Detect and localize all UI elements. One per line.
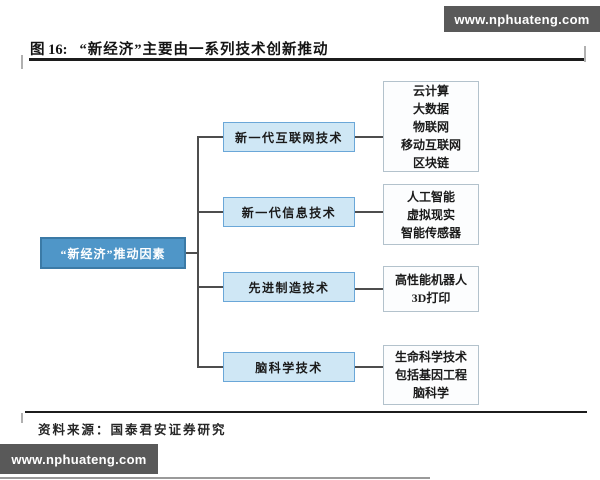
tech-item: 3D打印 <box>411 291 451 305</box>
page-bottom-edge-line <box>0 477 430 479</box>
watermark-banner-bottom: www.nphuateng.com <box>0 444 158 474</box>
tech-item: 区块链 <box>412 155 449 170</box>
tech-item: 生命科学技术 <box>394 350 467 364</box>
connector-branch-3 <box>197 286 224 288</box>
branch-node-brain-science: 脑科学技术 <box>223 352 355 382</box>
page-edge-mark-bottom-left <box>21 413 23 423</box>
connector-leaf-3 <box>355 288 384 290</box>
connector-leaf-4 <box>355 366 384 368</box>
branch-label: 新一代互联网技术 <box>234 130 343 145</box>
branch-label: 脑科学技术 <box>255 360 323 375</box>
branch-node-information-tech: 新一代信息技术 <box>223 197 355 227</box>
watermark-banner-top: www.nphuateng.com <box>444 6 600 32</box>
tech-item: 人工智能 <box>406 189 455 204</box>
figure-number-label: 图 16: <box>30 41 68 58</box>
tech-item: 智能传感器 <box>400 225 461 240</box>
tech-item: 大数据 <box>412 101 449 116</box>
title-divider-rule <box>29 58 585 61</box>
connector-spine <box>197 136 199 368</box>
leaf-list-brain-science: 生命科学技术 包括基因工程 脑科学 <box>383 345 479 405</box>
connector-branch-2 <box>197 211 224 213</box>
root-node-label: “新经济”推动因素 <box>60 246 166 261</box>
source-divider-rule <box>25 411 587 413</box>
figure-caption: 图 16: “新经济”主要由一系列技术创新推动 <box>30 38 570 58</box>
leaf-list-internet-tech: 云计算 大数据 物联网 移动互联网 区块链 <box>383 81 479 172</box>
branch-label: 先进制造技术 <box>248 280 330 295</box>
watermark-url-top: www.nphuateng.com <box>454 11 590 27</box>
tech-item: 包括基因工程 <box>394 368 467 382</box>
connector-branch-4 <box>197 366 224 368</box>
connector-leaf-1 <box>355 136 384 138</box>
tech-item: 物联网 <box>412 119 449 134</box>
page-edge-mark-right <box>584 46 586 62</box>
connector-branch-1 <box>197 136 224 138</box>
data-source-note: 资料来源：国泰君安证券研究 <box>38 423 227 437</box>
branch-label: 新一代信息技术 <box>241 205 337 220</box>
tech-item: 高性能机器人 <box>394 273 467 287</box>
root-node-new-economy-drivers: “新经济”推动因素 <box>40 237 186 269</box>
tech-item: 虚拟现实 <box>406 207 455 222</box>
tech-item: 移动互联网 <box>400 137 461 152</box>
branch-node-internet-tech: 新一代互联网技术 <box>223 122 355 152</box>
watermark-url-bottom: www.nphuateng.com <box>11 451 147 467</box>
tech-item: 云计算 <box>412 83 449 98</box>
branch-node-advanced-manufacturing: 先进制造技术 <box>223 272 355 302</box>
connector-leaf-2 <box>355 211 384 213</box>
leaf-list-advanced-manufacturing: 高性能机器人 3D打印 <box>383 266 479 312</box>
figure-title-text: “新经济”主要由一系列技术创新推动 <box>79 41 329 58</box>
tech-item: 脑科学 <box>412 386 449 400</box>
leaf-list-information-tech: 人工智能 虚拟现实 智能传感器 <box>383 184 479 245</box>
page-edge-mark-left <box>21 55 23 69</box>
connector-root <box>186 252 198 254</box>
